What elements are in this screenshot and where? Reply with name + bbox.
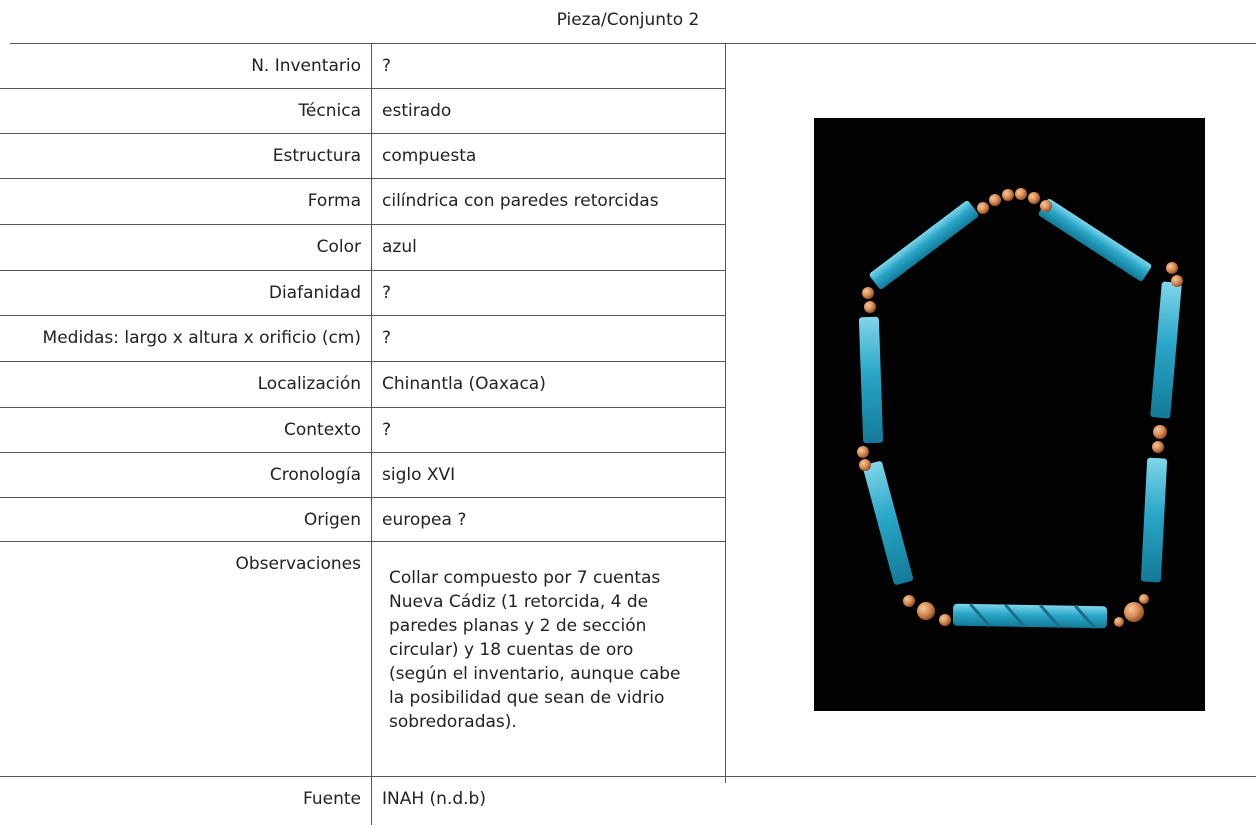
column-divider [371,408,372,452]
necklace-photo [814,118,1205,711]
observaciones-text: Collar compuesto por 7 cuentas Nueva Cád… [389,566,714,734]
row-value: ? [382,56,392,76]
table-row-inventario: N. Inventario ? [0,44,726,89]
observaciones-line: (según el inventario, aunque cabe [389,664,681,684]
table-row-origen: Origen europea ? [0,498,726,542]
table-row-medidas: Medidas: largo x altura x orificio (cm) … [0,316,726,362]
fuente-value: INAH (n.d.b) [382,789,486,809]
row-label: Cronología [269,465,361,485]
row-label: Origen [303,510,361,530]
table-row-estructura: Estructura compuesta [0,134,726,179]
table-row-tecnica: Técnica estirado [0,89,726,134]
column-divider [371,777,372,825]
row-label: Diafanidad [268,283,361,303]
column-divider [371,498,372,541]
row-value: estirado [382,101,452,121]
table-row-localizacion: Localización Chinantla (Oaxaca) [0,362,726,408]
column-divider [371,89,372,133]
table-row-color: Color azul [0,225,726,271]
row-label: Contexto [284,420,361,440]
observaciones-line: paredes planas y 2 de sección [389,616,647,636]
row-value: ? [382,328,392,348]
row-label: Estructura [272,146,361,166]
column-divider [371,542,372,776]
row-value: cilíndrica con paredes retorcidas [382,191,659,211]
table-row-diafanidad: Diafanidad ? [0,271,726,316]
observaciones-line: Collar compuesto por 7 cuentas [389,568,661,588]
row-value: ? [382,420,392,440]
row-value: compuesta [382,146,477,166]
column-divider [371,271,372,315]
column-divider [371,316,372,361]
footer-rule [0,776,1256,777]
table-row-cronologia: Cronología siglo XVI [0,453,726,498]
necklace-illustration [814,118,1205,711]
table-row-forma: Forma cilíndrica con paredes retorcidas [0,179,726,225]
header-rule [10,43,1256,44]
column-divider [371,134,372,178]
column-divider [371,179,372,224]
row-label: N. Inventario [251,56,361,76]
row-label: Color [316,237,361,257]
column-divider [371,362,372,407]
row-value: ? [382,283,392,303]
table-row-contexto: Contexto ? [0,408,726,453]
column-divider [371,453,372,497]
observaciones-label: Observaciones [235,554,361,574]
row-value: azul [382,237,417,257]
observaciones-line: sobredoradas). [389,712,517,732]
fuente-label: Fuente [303,789,361,809]
row-value: siglo XVI [382,465,456,485]
row-value: europea ? [382,510,467,530]
row-label: Medidas: largo x altura x orificio (cm) [42,328,361,348]
observaciones-line: circular) y 18 cuentas de oro [389,640,634,660]
row-value: Chinantla (Oaxaca) [382,374,546,394]
column-divider [371,44,372,88]
column-divider [371,225,372,270]
observaciones-line: Nueva Cádiz (1 retorcida, 4 de [389,592,649,612]
row-label: Localización [257,374,361,394]
image-column-divider [725,44,726,783]
page-title: Pieza/Conjunto 2 [556,10,700,30]
row-label: Forma [307,191,361,211]
observaciones-line: la posibilidad que sean de vidrio [389,688,665,708]
row-label: Técnica [298,101,361,121]
